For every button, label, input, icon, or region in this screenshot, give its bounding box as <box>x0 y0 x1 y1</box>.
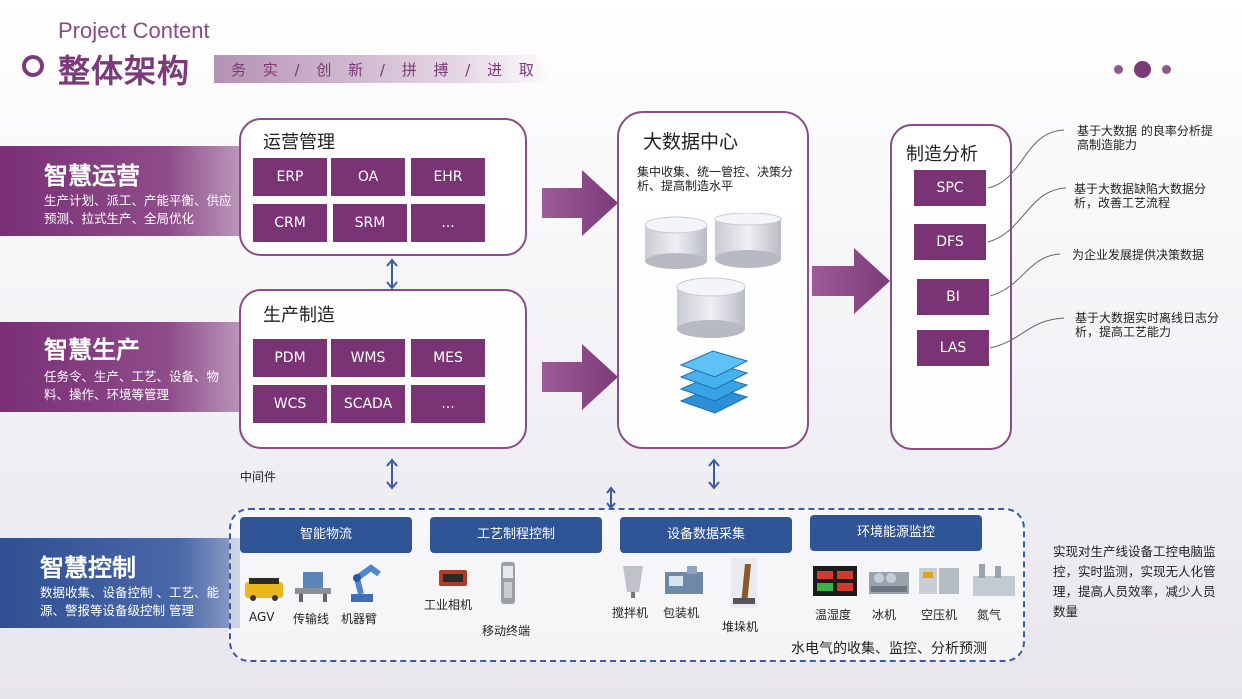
arrow-right-icon <box>542 344 618 410</box>
band-production: 智慧生产 任务令、生产、工艺、设备、物料、操作、环境等管理 <box>0 322 240 412</box>
connector-lines <box>987 129 1067 349</box>
agv-icon <box>245 578 283 601</box>
analysis-box: 制造分析 SPC DFS BI LAS <box>890 124 1012 450</box>
bigdata-title: 大数据中心 <box>643 131 739 153</box>
analysis-dfs: DFS <box>914 224 986 260</box>
double-arrow-icon <box>606 486 616 510</box>
control-footer: 水电气的收集、监控、分析预测 <box>791 641 987 657</box>
data-stack-icon <box>679 350 749 414</box>
arrow-right-icon <box>542 170 618 236</box>
analysis-note-bi: 为企业发展提供决策数据 <box>1072 248 1205 262</box>
double-arrow-icon <box>386 458 398 490</box>
conveyor-icon <box>295 572 331 602</box>
band-operations-title: 智慧运营 <box>44 162 140 190</box>
device-label: 冰机 <box>872 608 897 622</box>
device-label: 温湿度 <box>815 608 852 622</box>
module-more: ... <box>411 204 485 242</box>
operations-title: 运营管理 <box>263 132 335 153</box>
slogan-text: 务 实 / 创 新 / 拼 搏 / 进 取 <box>231 61 540 79</box>
bigdata-desc: 集中收集、统一管控、决策分析、提高制造水平 <box>637 165 794 193</box>
chiller-icon <box>869 572 909 594</box>
ring-bullet-icon <box>22 55 44 77</box>
analysis-bi: BI <box>917 279 989 315</box>
production-box: 生产制造 PDM WMS MES WCS SCADA ... <box>239 289 527 449</box>
double-arrow-icon <box>386 258 398 290</box>
control-region: 智能物流 工艺制程控制 设备数据采集 环境能源监控 AGV 传输线 机器臂 工业… <box>229 508 1025 662</box>
module-wms: WMS <box>331 339 405 377</box>
device-label: 工业相机 <box>424 598 473 612</box>
robot-arm-icon <box>351 564 381 602</box>
band-control-desc: 数据收集、设备控制 、工艺、能源、警报等设备级控制 管理 <box>40 585 219 618</box>
device-label: 氮气 <box>977 608 1002 622</box>
category-energy-monitor: 环境能源监控 <box>810 515 982 551</box>
analysis-note-dfs: 基于大数据缺陷大数据分析，改善工艺流程 <box>1074 182 1207 210</box>
band-production-desc: 任务令、生产、工艺、设备、物料、操作、环境等管理 <box>44 369 220 402</box>
database-icon <box>644 213 782 338</box>
nitrogen-icon <box>973 564 1015 596</box>
device-label: 移动终端 <box>482 624 531 638</box>
dot-icon <box>1162 65 1171 74</box>
device-label: 搅拌机 <box>612 606 649 620</box>
module-mes: MES <box>411 339 485 377</box>
mixer-icon <box>623 566 643 598</box>
module-more: ... <box>411 385 485 423</box>
industrial-camera-icon <box>439 570 467 586</box>
module-pdm: PDM <box>253 339 327 377</box>
module-ehr: EHR <box>411 158 485 196</box>
production-title: 生产制造 <box>263 305 335 326</box>
band-control-title: 智慧控制 <box>40 554 136 582</box>
analysis-note-spc: 基于大数据 的良率分析提高制造能力 <box>1077 124 1213 152</box>
device-label: 堆垛机 <box>722 620 759 634</box>
module-scada: SCADA <box>331 385 405 423</box>
header-subtitle: Project Content <box>58 18 210 43</box>
packaging-machine-icon <box>665 566 703 594</box>
module-srm: SRM <box>333 204 407 242</box>
category-logistics: 智能物流 <box>240 517 412 553</box>
band-production-title: 智慧生产 <box>44 336 140 364</box>
stacker-crane-icon <box>731 558 757 608</box>
air-compressor-icon <box>919 568 959 594</box>
device-label: 空压机 <box>921 608 958 622</box>
slogan-banner: 务 实 / 创 新 / 拼 搏 / 进 取 <box>214 55 556 83</box>
category-process-control: 工艺制程控制 <box>430 517 602 553</box>
thermo-hygrometer-icon <box>813 566 857 596</box>
middleware-label: 中间件 <box>240 470 277 484</box>
analysis-note-las: 基于大数据实时离线日志分析，提高工艺能力 <box>1075 311 1220 339</box>
control-side-note: 实现对生产线设备工控电脑监控，实时监测，实现无人化管理，提高人员效率，减少人员数… <box>1053 544 1216 619</box>
module-wcs: WCS <box>253 385 327 423</box>
module-crm: CRM <box>253 204 327 242</box>
device-label: AGV <box>249 610 275 624</box>
operations-box: 运营管理 ERP OA EHR CRM SRM ... <box>239 118 527 256</box>
band-operations: 智慧运营 生产计划、派工、产能平衡、供应预测、拉式生产、全局优化 <box>0 146 240 236</box>
device-label: 机器臂 <box>341 612 378 626</box>
page-title: 整体架构 <box>58 52 191 90</box>
band-control: 智慧控制 数据收集、设备控制 、工艺、能源、警报等设备级控制 管理 <box>0 538 240 628</box>
module-erp: ERP <box>253 158 327 196</box>
device-label: 传输线 <box>293 612 330 626</box>
module-oa: OA <box>331 158 405 196</box>
dot-icon <box>1114 65 1123 74</box>
double-arrow-icon <box>708 458 720 490</box>
dot-icon <box>1134 61 1151 78</box>
analysis-title: 制造分析 <box>906 144 978 165</box>
bigdata-box: 大数据中心 集中收集、统一管控、决策分析、提高制造水平 <box>617 111 809 449</box>
mobile-terminal-icon <box>501 562 515 604</box>
analysis-las: LAS <box>917 330 989 366</box>
device-label: 包装机 <box>663 606 700 620</box>
band-operations-desc: 生产计划、派工、产能平衡、供应预测、拉式生产、全局优化 <box>44 193 232 226</box>
arrow-right-icon <box>812 248 890 314</box>
category-data-collection: 设备数据采集 <box>620 517 792 553</box>
analysis-spc: SPC <box>914 170 986 206</box>
